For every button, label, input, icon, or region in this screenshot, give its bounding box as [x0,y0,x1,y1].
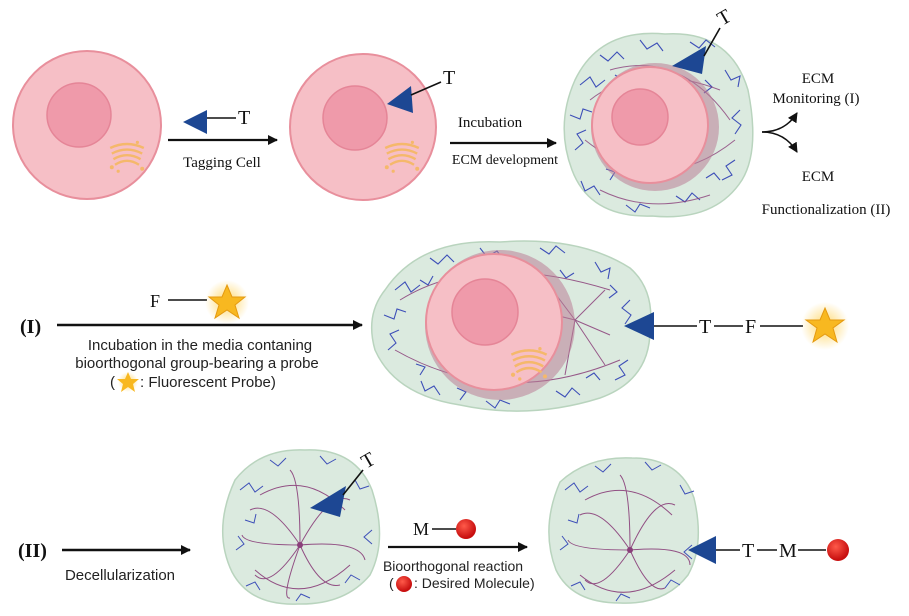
molecule-letter: M [413,519,429,539]
molecule-icon [456,519,476,539]
chain-star-icon [801,302,849,350]
probe-legend-open: ( [110,374,115,391]
tag-label: T [238,107,250,129]
ecm-cell-probed [372,241,651,411]
chain-f-label: F [745,316,756,338]
molecule-legend-text: : Desired Molecule) [414,575,535,591]
legend-star-icon [117,372,139,392]
decellularization-label: Decellularization [65,567,175,584]
reaction-caption-line1: Bioorthogonal reaction [383,558,523,574]
functionalization-label-line1: ECM [802,169,835,185]
plain-cell [13,51,161,199]
cell3-tag-label: T [714,5,736,30]
incubation-caption-line1: Incubation in the media contaning [88,337,312,354]
legend-molecule-icon [396,576,412,592]
chain-m-label: M [779,540,797,562]
route-i-label: (I) [20,316,41,338]
molecule-legend-open: ( [389,575,394,591]
tag-triangle-icon [183,110,207,134]
ecm-development-label: ECM development [452,153,558,168]
route-ii-label: (II) [18,540,47,562]
cell-with-ecm: T [564,5,753,217]
probe-letter: F [150,291,160,311]
functionalized-ecm [549,458,698,603]
decellularized-ecm [223,450,380,604]
tagging-cell-label: Tagging Cell [183,155,261,171]
tagged-cell: T [290,54,455,200]
incubation-caption-line2: bioorthogonal group-bearing a probe [75,355,319,372]
fluorescent-star-icon [205,280,249,324]
incubation-label: Incubation [458,115,523,131]
tag-reagent: T [183,107,250,134]
chain-t-label: T [699,316,711,338]
chain-t-label-2: T [742,540,754,562]
branch-arrows [762,113,797,152]
final-molecule-icon [827,539,849,561]
functionalization-label-line2: Functionalization (II) [762,202,891,218]
cell2-tag-label: T [443,67,455,89]
decell-tag-label: T [358,448,380,473]
probe-legend-text: : Fluorescent Probe) [140,374,276,391]
monitoring-label-line2: Monitoring (I) [772,91,859,107]
monitoring-label-line1: ECM [802,71,835,87]
